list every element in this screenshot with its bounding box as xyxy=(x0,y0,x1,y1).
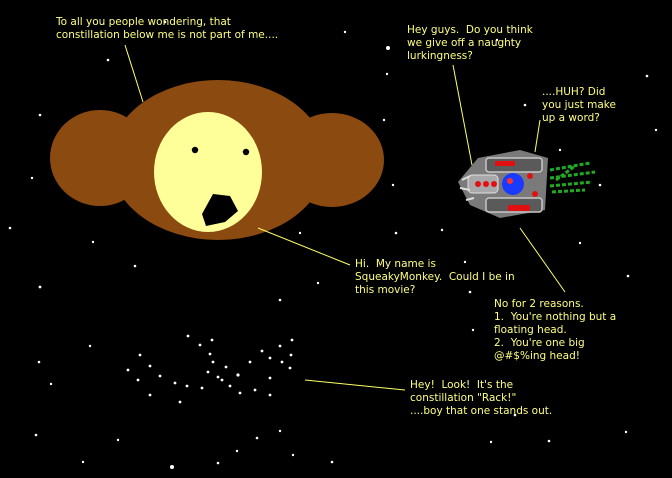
ship-exhaust xyxy=(549,161,596,194)
monkey-eye-left xyxy=(191,146,199,154)
pointer-lines xyxy=(124,44,566,391)
caption-two-reasons: No for 2 reasons. 1. You're nothing but … xyxy=(494,298,617,362)
caption-rack: Hey! Look! It's the constillation "Rack!… xyxy=(410,379,553,417)
caption-huh: ....HUH? Did you just make up a word? xyxy=(542,86,616,124)
rack-constellation xyxy=(126,334,294,404)
monkey-head-icon xyxy=(50,80,384,240)
monkey-mouth xyxy=(202,194,238,226)
ship-core xyxy=(502,173,524,195)
monkey-eye-right xyxy=(242,148,250,156)
spaceship-icon xyxy=(458,150,596,218)
caption-constellation-note: To all you people wondering, that consti… xyxy=(56,16,279,41)
caption-squeaky-intro: Hi. My name is SqueakyMonkey. Could I be… xyxy=(355,258,515,296)
caption-ship-question: Hey guys. Do you think we give off a nau… xyxy=(407,24,533,62)
